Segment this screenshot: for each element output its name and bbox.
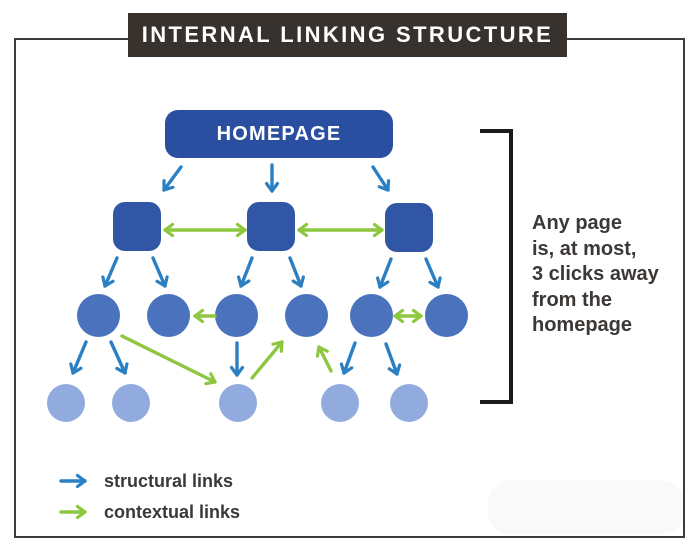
annotation-line: homepage — [532, 314, 633, 336]
homepage-label: HOMEPAGE — [216, 122, 342, 145]
contextual-link-arrow-icon — [59, 504, 87, 520]
legend-item-structural: structural links — [58, 470, 240, 492]
node-subpage-2 — [147, 294, 190, 337]
legend-label-structural: structural links — [104, 470, 234, 491]
node-subpage-4 — [285, 294, 328, 337]
node-page-5 — [390, 384, 428, 422]
node-category-3 — [385, 203, 433, 252]
structural-arrow-home-to-cat3 — [371, 165, 391, 192]
watermark-blob — [488, 480, 684, 534]
contextual-arrow-page3-to-sub4 — [250, 340, 284, 380]
structural-arrow-sub5-to-page5 — [384, 342, 402, 376]
structural-arrow-sub1-to-page2 — [109, 340, 129, 375]
annotation-line: is, at most, — [532, 237, 637, 260]
structural-arrow-sub5-to-page4 — [339, 341, 357, 375]
annotation-line: Any page — [532, 212, 623, 234]
structural-arrow-cat1-to-sub2 — [151, 256, 169, 288]
page-title: INTERNAL LINKING STRUCTURE — [141, 22, 554, 47]
node-page-1 — [47, 384, 85, 422]
node-page-4 — [321, 384, 359, 422]
contextual-arrow-sub1-to-page3 — [120, 334, 217, 386]
node-page-3 — [219, 384, 257, 422]
structural-arrow-sub1-to-page1 — [69, 340, 88, 375]
structural-arrow-cat2-to-sub4 — [288, 256, 305, 288]
structural-arrow-cat3-to-sub6 — [424, 257, 442, 289]
node-subpage-3 — [215, 294, 258, 337]
node-subpage-5 — [350, 294, 393, 337]
node-category-1 — [113, 202, 161, 251]
node-subpage-6 — [425, 294, 468, 337]
structural-arrow-cat3-to-sub5 — [376, 257, 393, 289]
legend: structural links contextual links — [58, 470, 240, 532]
legend-item-contextual: contextual links — [58, 501, 240, 523]
annotation-line: 3 clicks away — [532, 263, 659, 285]
title-banner: INTERNAL LINKING STRUCTURE — [128, 13, 567, 57]
structural-arrow-cat2-to-sub3 — [237, 256, 254, 288]
structural-link-arrow-icon — [59, 473, 87, 489]
node-homepage: HOMEPAGE — [165, 110, 393, 158]
contextual-arrow-page4-to-sub4 — [315, 345, 333, 373]
node-page-2 — [112, 384, 150, 422]
node-subpage-1 — [77, 294, 120, 337]
node-category-2 — [247, 202, 295, 251]
annotation-line: from the — [532, 288, 612, 311]
bracket — [480, 129, 513, 404]
structural-arrow-cat1-to-sub1 — [101, 256, 119, 288]
legend-label-contextual: contextual links — [104, 501, 241, 522]
annotation-text: Any page is, at most, 3 clicks away from… — [532, 211, 687, 339]
structural-arrow-home-to-cat1 — [162, 165, 183, 192]
